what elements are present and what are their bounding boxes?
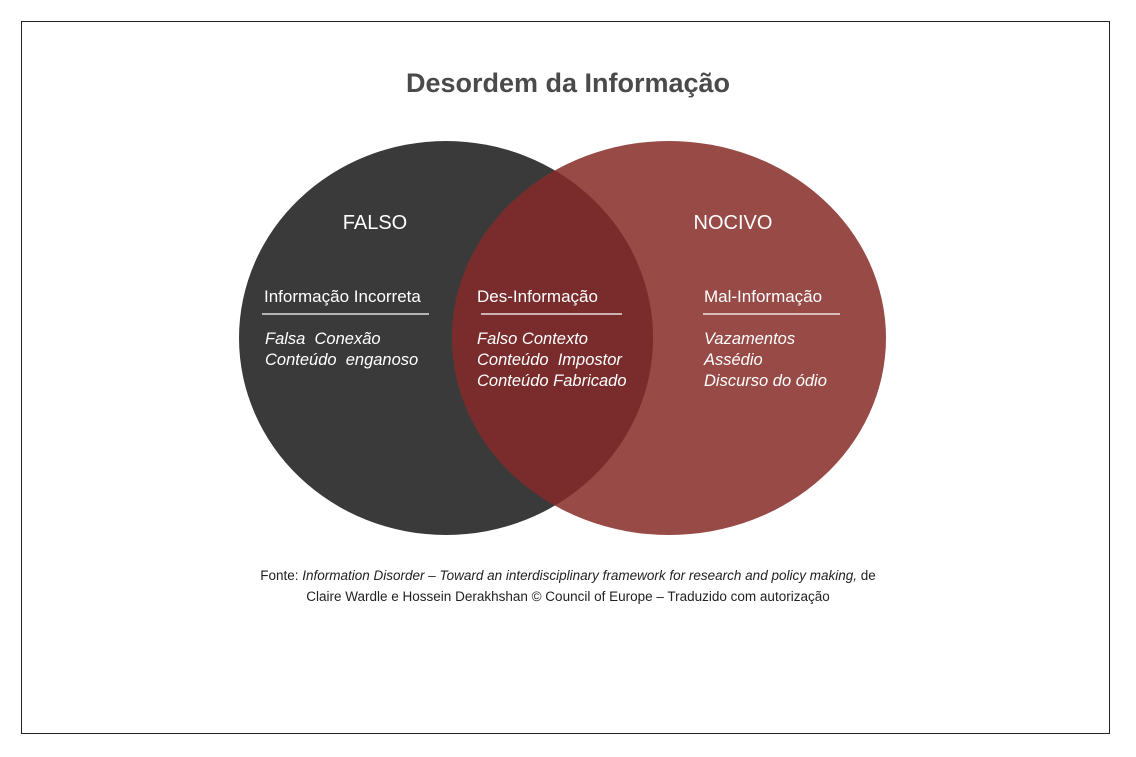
misinformation-heading: Informação Incorreta: [264, 287, 421, 306]
malinformation-item: Assédio: [703, 351, 763, 369]
source-line-1: Fonte: Information Disorder – Toward an …: [0, 565, 1136, 586]
malinformation-item: Vazamentos: [704, 330, 795, 348]
disinformation-item: Conteúdo Impostor: [477, 351, 623, 369]
misinformation-item: Conteúdo enganoso: [265, 351, 418, 369]
source-prefix: Fonte:: [260, 568, 303, 583]
malinformation-item: Discurso do ódio: [704, 372, 827, 390]
disinformation-heading: Des-Informação: [477, 287, 598, 306]
false-label: FALSO: [343, 212, 407, 234]
overlap-region: [452, 141, 653, 535]
source-line-2: Claire Wardle e Hossein Derakhshan © Cou…: [306, 589, 830, 604]
diagram-title: Desordem da Informação: [405, 68, 731, 98]
misinformation-item: Falsa Conexão: [265, 330, 381, 348]
source-caption: Fonte: Information Disorder – Toward an …: [0, 565, 1136, 607]
disinformation-item: Conteúdo Fabricado: [477, 372, 627, 390]
source-work-title: Information Disorder – Toward an interdi…: [302, 568, 857, 583]
malinformation-heading: Mal-Informação: [704, 287, 822, 306]
source-suffix: de: [857, 568, 876, 583]
harmful-label: NOCIVO: [694, 212, 773, 234]
disinformation-item: Falso Contexto: [477, 330, 588, 348]
